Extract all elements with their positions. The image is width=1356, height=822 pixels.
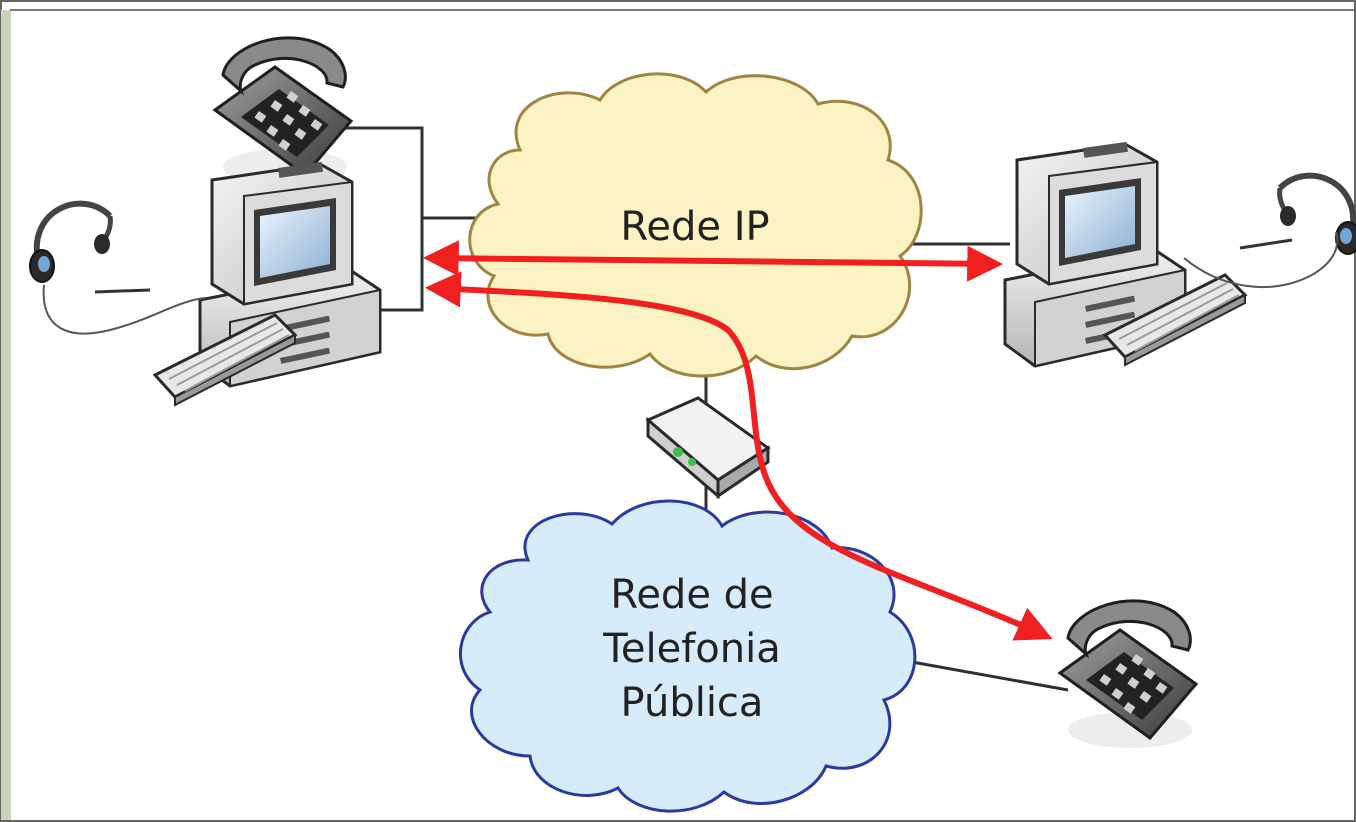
voip-gateway-icon (645, 396, 771, 500)
headset-plug (94, 288, 151, 294)
pstn-cloud-label-line-1: Rede de (610, 572, 773, 618)
desk-phone-icon (1058, 599, 1198, 750)
ip-cloud-label: Rede IP (620, 204, 769, 250)
gateway-led (673, 447, 683, 457)
pstn-cloud-label-line-2: Telefonia (602, 626, 781, 672)
headset-icon (1280, 176, 1356, 254)
call-path-ip-to-ip (422, 240, 1004, 282)
pstn-network-cloud: Rede de Telefonia Pública (459, 499, 917, 813)
call-path-ip-to-pstn-phone (424, 271, 1053, 641)
desk-phone-icon (213, 36, 353, 187)
link-pstn-cloud-to-right-phone (911, 660, 1069, 692)
headset-cable (1183, 231, 1339, 288)
frame-left-bar (1, 10, 11, 820)
headset-cable (42, 284, 206, 335)
headset-icon (30, 204, 110, 282)
pstn-cloud-label-line-3: Pública (621, 680, 764, 726)
ip-network-cloud: Rede IP (468, 72, 923, 378)
call-paths (422, 240, 1053, 641)
headset-plug (1239, 238, 1293, 250)
